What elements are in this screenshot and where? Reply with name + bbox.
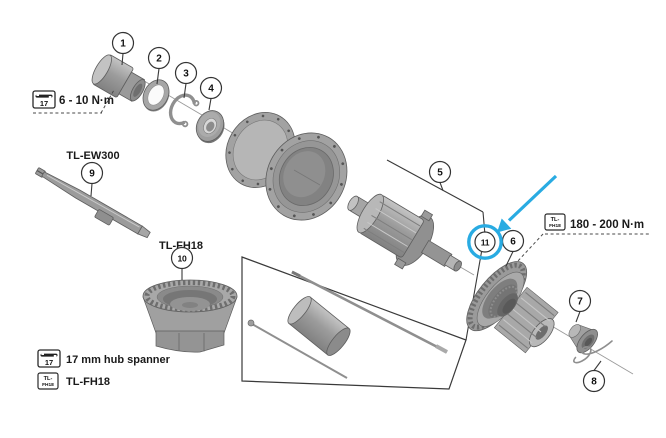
svg-text:4: 4 xyxy=(208,84,214,95)
legend: 17 17 mm hub spanner TL- FH18 TL-FH18 xyxy=(37,349,171,390)
tool-case-bottom-text-legend: FH18 xyxy=(42,382,54,388)
svg-text:5: 5 xyxy=(437,168,443,179)
callout-leaders xyxy=(90,53,602,371)
svg-text:11: 11 xyxy=(481,237,490,247)
tool-case-top-text-legend: TL- xyxy=(44,376,53,382)
skewer-rod xyxy=(247,319,348,379)
svg-text:9: 9 xyxy=(89,169,95,180)
callout-2: 2 xyxy=(147,46,171,70)
torque-note-front: 17 6 - 10 N·m xyxy=(32,89,115,114)
wrench-size-text: 17 xyxy=(40,99,48,108)
hub-bore-centerline xyxy=(293,169,321,186)
highlight-arrow-head xyxy=(497,218,512,233)
svg-text:7: 7 xyxy=(577,297,583,308)
callout-3: 3 xyxy=(174,61,198,85)
callout-8: 8 xyxy=(582,369,606,393)
snap-ring xyxy=(168,93,200,128)
highlight-annotation xyxy=(467,174,558,260)
legend-spanner-text: 17 mm hub spanner xyxy=(66,354,171,366)
callout-7: 7 xyxy=(568,289,592,313)
tl-fh18-icon-legend: TL- FH18 xyxy=(37,372,59,390)
tool-case-bottom-text: FH18 xyxy=(549,223,561,229)
rear-flange-spoke-holes xyxy=(268,135,345,218)
highlight-ring xyxy=(467,224,503,260)
callout-11: 11 xyxy=(474,231,496,253)
tool-case-top-text: TL- xyxy=(551,217,560,223)
spacer-ring xyxy=(195,110,225,144)
tl-ew300-label: TL-EW300 xyxy=(66,150,119,162)
callout-9: 9 xyxy=(80,161,104,185)
tl-fh18-lockring-tool xyxy=(142,279,238,353)
roller-sleeve xyxy=(287,296,351,356)
axle-rod xyxy=(291,270,448,354)
wire-spring xyxy=(573,340,613,364)
hub-shell xyxy=(225,112,348,221)
axle-driver-assembly xyxy=(347,193,462,272)
freehub-body xyxy=(466,261,559,354)
tl-fh18-icon: TL- FH18 xyxy=(544,213,566,231)
tl-ew300-tool xyxy=(35,167,151,239)
axle-end-cap xyxy=(91,54,146,102)
svg-text:3: 3 xyxy=(183,69,189,80)
wrench-17-icon: 17 xyxy=(32,90,56,109)
torque-front-text: 6 - 10 N·m xyxy=(59,95,114,107)
wrench-size-text-legend: 17 xyxy=(45,358,53,367)
callouts: 1 2 3 4 5 6 7 8 9 10 11 xyxy=(80,31,606,393)
callout-6: 6 xyxy=(501,229,525,253)
callout-1: 1 xyxy=(111,31,135,55)
torque-note-lockring: TL- FH18 180 - 200 N·m xyxy=(516,213,649,263)
end-cone-cap xyxy=(568,324,598,354)
svg-text:2: 2 xyxy=(156,54,162,65)
svg-text:1: 1 xyxy=(120,39,126,50)
svg-text:8: 8 xyxy=(591,377,597,388)
tl-fh18-label: TL-FH18 xyxy=(159,240,203,252)
legend-tool-text: TL-FH18 xyxy=(66,376,110,388)
wrench-17-icon-legend: 17 xyxy=(37,349,61,368)
svg-text:6: 6 xyxy=(510,237,516,248)
highlight-arrow-shaft xyxy=(507,174,558,222)
torque-lockring-text: 180 - 200 N·m xyxy=(570,219,644,231)
callout-5: 5 xyxy=(428,160,452,184)
callout-10: 10 xyxy=(170,246,194,270)
small-parts-box xyxy=(241,256,467,390)
seal-washer xyxy=(142,79,170,112)
callout-4: 4 xyxy=(199,76,223,100)
svg-text:10: 10 xyxy=(178,253,187,263)
